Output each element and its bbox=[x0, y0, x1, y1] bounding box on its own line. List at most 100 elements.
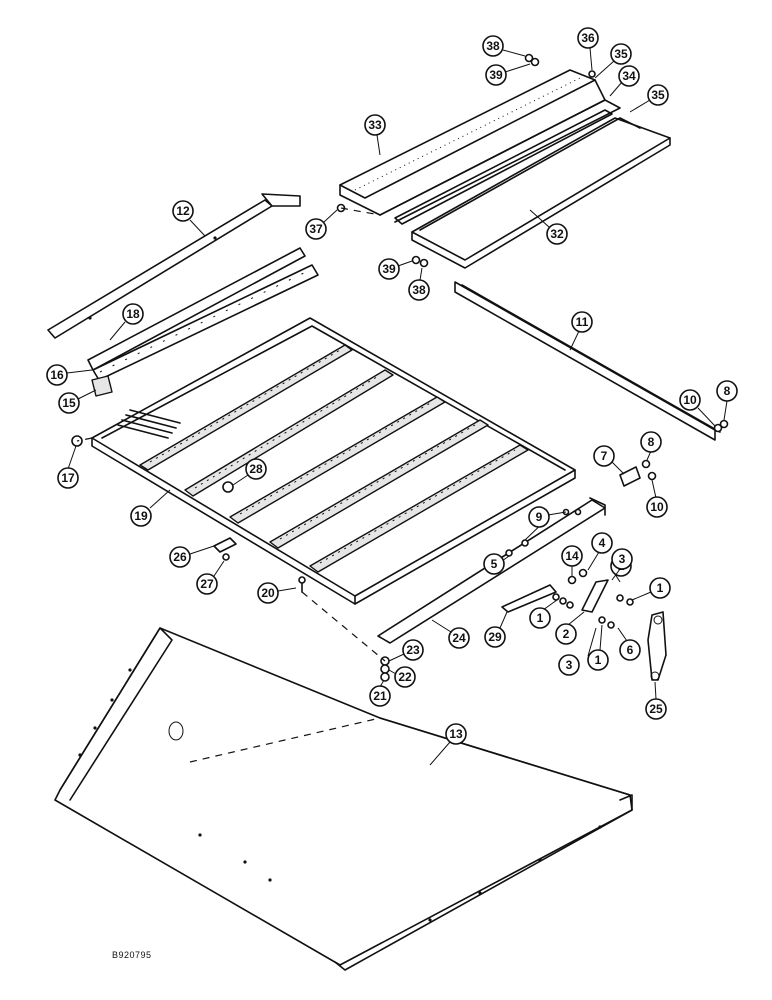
callout-28: 28 bbox=[232, 458, 267, 486]
callout-1c: 1 bbox=[631, 577, 671, 601]
callout-1a-label: 1 bbox=[537, 611, 544, 625]
callout-28-label: 28 bbox=[249, 462, 263, 476]
callout-12-label: 12 bbox=[176, 204, 190, 218]
rail-part-16 bbox=[87, 247, 319, 381]
callout-35a: 35 bbox=[594, 43, 632, 79]
bracket-part-29 bbox=[501, 584, 557, 613]
callout-7-label: 7 bbox=[601, 449, 608, 463]
callout-25-label: 25 bbox=[649, 702, 663, 716]
bottom-pan-part-13 bbox=[54, 627, 633, 971]
callout-26: 26 bbox=[169, 545, 215, 568]
callout-21-label: 21 bbox=[373, 689, 387, 703]
callout-4: 4 bbox=[587, 532, 613, 571]
link-part-2 bbox=[581, 579, 609, 613]
callout-24-label: 24 bbox=[452, 631, 466, 645]
callout-34: 34 bbox=[609, 65, 640, 97]
callout-5: 5 bbox=[483, 553, 510, 575]
callout-14: 14 bbox=[561, 545, 583, 576]
callout-33: 33 bbox=[364, 114, 386, 156]
callout-35b-label: 35 bbox=[651, 88, 665, 102]
callout-35b: 35 bbox=[629, 84, 669, 113]
callout-3a: 3 bbox=[558, 627, 597, 676]
hardware bbox=[71, 53, 729, 682]
callout-23-label: 23 bbox=[406, 643, 420, 657]
callout-17-label: 17 bbox=[61, 471, 75, 485]
callout-21: 21 bbox=[369, 679, 391, 707]
callout-39b: 39 bbox=[378, 258, 413, 280]
callout-19-label: 19 bbox=[134, 509, 148, 523]
callout-20: 20 bbox=[257, 582, 297, 604]
callout-39a: 39 bbox=[485, 63, 531, 86]
callout-16: 16 bbox=[46, 364, 93, 386]
callout-3a-label: 3 bbox=[566, 658, 573, 672]
bracket-part-7 bbox=[619, 466, 641, 487]
callout-37-label: 37 bbox=[309, 222, 323, 236]
callout-10a-label: 10 bbox=[683, 393, 697, 407]
callout-1d: 1 bbox=[587, 624, 609, 671]
callout-8b: 8 bbox=[640, 431, 662, 461]
callout-11: 11 bbox=[569, 311, 593, 351]
callout-2-label: 2 bbox=[563, 627, 570, 641]
callout-29-label: 29 bbox=[488, 630, 502, 644]
callout-24: 24 bbox=[431, 619, 470, 649]
callout-18-label: 18 bbox=[126, 307, 140, 321]
callout-20-label: 20 bbox=[261, 586, 275, 600]
callout-32: 32 bbox=[529, 209, 568, 245]
callout-32-label: 32 bbox=[550, 227, 564, 241]
callout-10b: 10 bbox=[646, 479, 668, 518]
callout-1c-label: 1 bbox=[657, 581, 664, 595]
callout-9: 9 bbox=[524, 506, 567, 541]
callout-23: 23 bbox=[388, 639, 424, 662]
callout-3b-label: 3 bbox=[619, 552, 626, 566]
callout-27-label: 27 bbox=[200, 577, 214, 591]
callout-6: 6 bbox=[617, 627, 641, 661]
callout-1d-label: 1 bbox=[595, 653, 602, 667]
callout-38a-label: 38 bbox=[486, 39, 500, 53]
callout-1a: 1 bbox=[529, 599, 558, 629]
rail-part-15 bbox=[91, 375, 113, 397]
callout-26-label: 26 bbox=[173, 550, 187, 564]
callout-16-label: 16 bbox=[50, 368, 64, 382]
callout-35a-label: 35 bbox=[614, 47, 628, 61]
callout-27: 27 bbox=[196, 560, 225, 595]
rail-part-12 bbox=[47, 193, 301, 339]
callout-2: 2 bbox=[555, 611, 585, 645]
callout-38a: 38 bbox=[482, 35, 526, 57]
callout-6-label: 6 bbox=[627, 643, 634, 657]
panel-part-32 bbox=[411, 117, 671, 269]
callout-25: 25 bbox=[645, 681, 667, 720]
callout-38b: 38 bbox=[408, 267, 430, 301]
callout-8a-label: 8 bbox=[724, 384, 731, 398]
callout-18: 18 bbox=[109, 303, 144, 341]
callout-17: 17 bbox=[57, 445, 79, 489]
callout-8b-label: 8 bbox=[648, 435, 655, 449]
arm-part-25 bbox=[647, 611, 667, 681]
callout-36-label: 36 bbox=[581, 31, 595, 45]
callout-33-label: 33 bbox=[368, 118, 382, 132]
callout-34-label: 34 bbox=[622, 69, 636, 83]
channel-part-34 bbox=[379, 99, 621, 225]
callout-19: 19 bbox=[130, 489, 171, 527]
callout-9-label: 9 bbox=[536, 510, 543, 524]
callout-8a: 8 bbox=[716, 380, 738, 421]
figure-reference-code: B920795 bbox=[112, 950, 152, 960]
callout-22-label: 22 bbox=[398, 670, 412, 684]
callout-39b-label: 39 bbox=[382, 262, 396, 276]
callout-14-label: 14 bbox=[565, 549, 579, 563]
callout-11-label: 11 bbox=[576, 315, 589, 329]
callout-37: 37 bbox=[305, 209, 338, 240]
callout-38b-label: 38 bbox=[412, 283, 426, 297]
callout-13-label: 13 bbox=[449, 727, 463, 741]
rail-part-11 bbox=[454, 281, 721, 441]
callout-5-label: 5 bbox=[491, 557, 498, 571]
callout-22: 22 bbox=[388, 666, 416, 688]
callout-39a-label: 39 bbox=[489, 68, 503, 82]
callout-10b-label: 10 bbox=[650, 500, 664, 514]
callout-12: 12 bbox=[172, 200, 206, 237]
callout-15-label: 15 bbox=[62, 396, 76, 410]
callout-15: 15 bbox=[58, 389, 97, 414]
callout-13: 13 bbox=[429, 723, 467, 766]
callout-4-label: 4 bbox=[599, 536, 606, 550]
callout-36: 36 bbox=[577, 27, 599, 71]
